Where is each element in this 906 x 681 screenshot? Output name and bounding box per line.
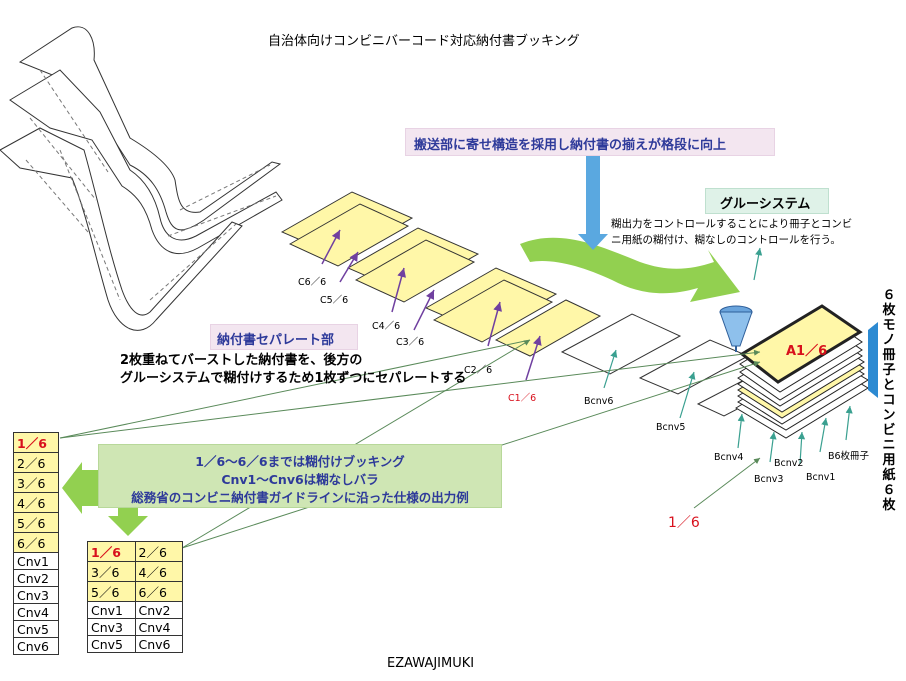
- list1-cell: 3／6: [13, 472, 59, 493]
- blue-side-arrow: [868, 322, 878, 398]
- page-title: 自治体向けコンビニバーコード対応納付書ブッキング: [268, 34, 580, 49]
- list1-row: 2／6: [13, 452, 59, 473]
- glue-desc-line2: ニ用紙の糊付け、糊なしのコントロールを行う。: [611, 234, 841, 246]
- list2-cell: Cnv1: [87, 601, 136, 619]
- label-a1: A1／6: [786, 344, 828, 359]
- list2-cell: 3／6: [87, 561, 136, 582]
- list2-cell: 6／6: [134, 581, 183, 602]
- vertical-stack-label: ６枚モノ冊子とコンビニ用紙６枚: [882, 288, 896, 513]
- list1-row: Cnv2: [13, 569, 59, 587]
- list1-cell: Cnv4: [13, 603, 59, 621]
- label-bcnv3: Bcnv3: [754, 474, 784, 485]
- continuous-form-ribbon: [0, 26, 283, 331]
- list2-cell: Cnv4: [134, 618, 183, 636]
- label-b6-booklet: B6枚冊子: [828, 451, 870, 462]
- label-c2: C2／6: [464, 365, 493, 376]
- booking-note-line2: Cnv1〜Cnv6は糊なしバラ: [221, 472, 379, 487]
- booking-note-box: 1／6〜6／6までは糊付けブッキング Cnv1〜Cnv6は糊なしバラ 総務省のコ…: [98, 444, 502, 508]
- separate-label-text: 納付書セパレート部: [217, 333, 335, 348]
- list1-cell: 6／6: [13, 532, 59, 553]
- list2-cell: 2／6: [134, 541, 183, 562]
- transport-banner-text: 搬送部に寄せ構造を採用し納付書の揃えが格段に向上: [414, 138, 727, 153]
- transport-banner: 搬送部に寄せ構造を採用し納付書の揃えが格段に向上: [405, 128, 775, 156]
- green-down-arrow: [108, 506, 148, 536]
- list1-cell: Cnv3: [13, 586, 59, 604]
- list2-cell: 5／6: [87, 581, 136, 602]
- glue-nozzle: [719, 305, 753, 352]
- label-c3: C3／6: [396, 337, 425, 348]
- list1-cell: 5／6: [13, 512, 59, 533]
- label-c6: C6／6: [298, 277, 327, 288]
- list1-row: Cnv4: [13, 603, 59, 621]
- booking-note-line3: 総務省のコンビニ納付書ガイドラインに沿った仕様の出力例: [131, 490, 469, 505]
- list2-cell: 4／6: [134, 561, 183, 582]
- list2-cell: 1／6: [87, 541, 136, 562]
- list1-cell: Cnv6: [13, 637, 59, 655]
- list1-row: 1／6: [13, 432, 59, 453]
- list1-cell: Cnv1: [13, 552, 59, 570]
- list1-row: Cnv6: [13, 637, 59, 655]
- yellow-sheets: [280, 191, 602, 357]
- footer-brand: EZAWAJIMUKI: [387, 656, 475, 671]
- list2-cell: Cnv5: [87, 635, 136, 653]
- glue-desc-line1: 糊出力をコントロールすることにより冊子とコンビ: [611, 218, 853, 230]
- list2-cell: Cnv2: [134, 601, 183, 619]
- booking-note-line1: 1／6〜6／6までは糊付けブッキング: [195, 454, 405, 469]
- list1-cell: 2／6: [13, 452, 59, 473]
- list2-cell: Cnv6: [134, 635, 183, 653]
- list1-cell: Cnv2: [13, 569, 59, 587]
- separate-desc-line1: 2枚重ねてバーストした納付書を、後方の: [120, 353, 363, 368]
- list2-cell: Cnv3: [87, 618, 136, 636]
- label-bcnv6: Bcnv6: [584, 396, 614, 407]
- label-bcnv4: Bcnv4: [714, 452, 744, 463]
- label-bcnv1: Bcnv1: [806, 472, 836, 483]
- green-left-arrow: [62, 462, 98, 514]
- list1-row: Cnv3: [13, 586, 59, 604]
- list1-row: 4／6: [13, 492, 59, 513]
- list1-row: 6／6: [13, 532, 59, 553]
- list1-row: 3／6: [13, 472, 59, 493]
- label-c4: C4／6: [372, 321, 401, 332]
- label-bcnv2: Bcnv2: [774, 458, 804, 469]
- list1-cell: Cnv5: [13, 620, 59, 638]
- purple-arrows: [321, 229, 542, 381]
- list1-cell: 4／6: [13, 492, 59, 513]
- glue-system-description: 糊出力をコントロールすることにより冊子とコンビ ニ用紙の糊付け、糊なしのコントロ…: [611, 216, 871, 248]
- separate-desc-line2: グルーシステムで糊付けするため1枚ずつにセパレートする: [120, 371, 467, 386]
- separate-label: 納付書セパレート部: [210, 324, 358, 350]
- label-c5: C5／6: [320, 295, 349, 306]
- blue-down-arrow: [578, 156, 608, 250]
- list1-cell: 1／6: [13, 432, 59, 453]
- label-c1: C1／6: [508, 393, 537, 404]
- label-one-sixth: 1／6: [668, 515, 700, 531]
- glue-system-label-text: グルーシステム: [720, 197, 811, 212]
- list1-row: Cnv1: [13, 552, 59, 570]
- teal-arrows: [603, 247, 853, 465]
- glue-system-label: グルーシステム: [705, 188, 829, 214]
- separate-description: 2枚重ねてバーストした納付書を、後方の グルーシステムで糊付けするため1枚ずつに…: [120, 352, 466, 388]
- label-bcnv5: Bcnv5: [656, 422, 686, 433]
- list1-row: 5／6: [13, 512, 59, 533]
- output-stack: [735, 304, 869, 439]
- list1-row: Cnv5: [13, 620, 59, 638]
- green-flow-arrow: [520, 237, 740, 302]
